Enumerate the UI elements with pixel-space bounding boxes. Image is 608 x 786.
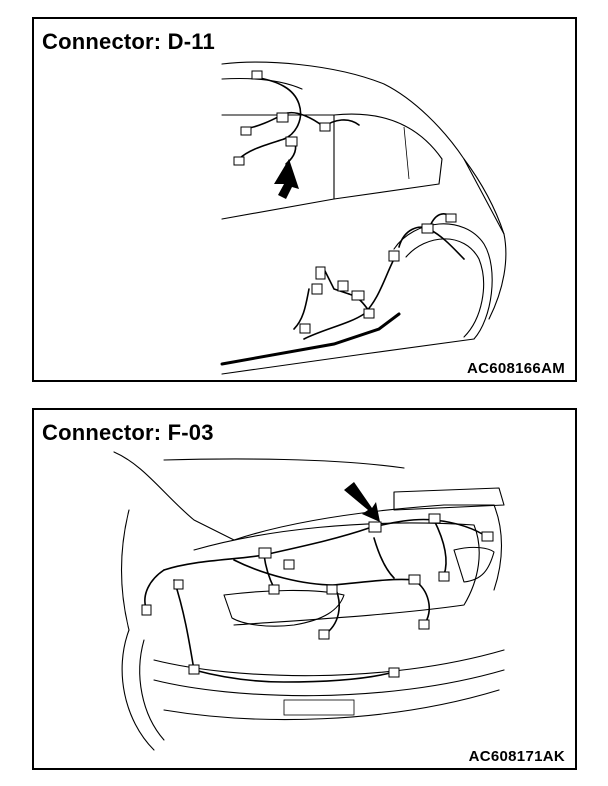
car-interior-harness-diagram: [220, 61, 507, 375]
pointer-arrow-icon: [344, 482, 380, 522]
illustration-code: AC608171AK: [468, 748, 565, 765]
panel-title: Connector: F-03: [42, 420, 214, 445]
pointer-arrow-icon: [274, 159, 299, 199]
connector-f03-panel: Connector: F-03 AC608171AK: [32, 408, 577, 770]
panel-title: Connector: D-11: [42, 29, 215, 54]
illustration-code: AC608166AM: [466, 360, 565, 377]
connector-d11-panel: Connector: D-11 AC608166AM: [32, 17, 577, 382]
car-rear-trunk-harness-diagram: [113, 451, 505, 751]
